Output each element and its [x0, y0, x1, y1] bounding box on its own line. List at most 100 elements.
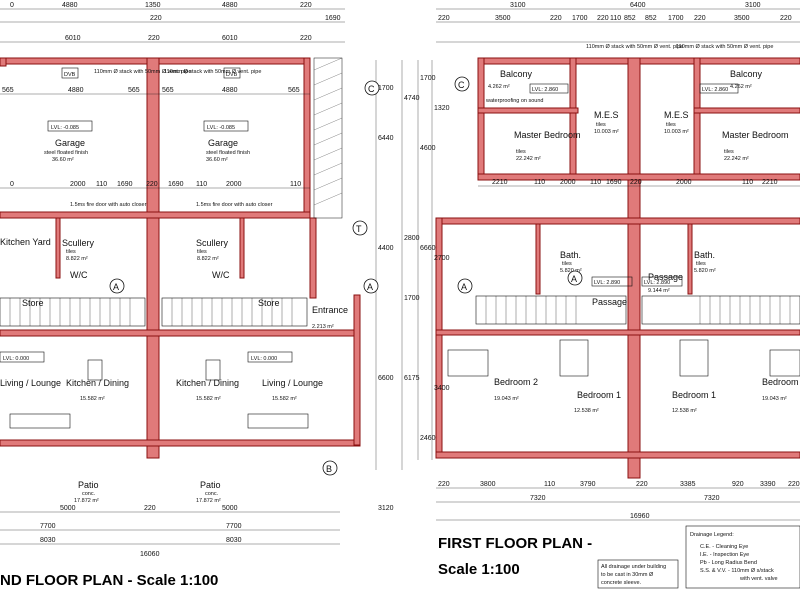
g-lvl0-left: LVL: 0.000 [3, 356, 29, 362]
g-living-area-right: 15.582 m² [272, 396, 297, 402]
f-ldim-6: 2460 [420, 435, 436, 442]
f-bed-left: Bedroom 1 [577, 390, 621, 400]
f-bed1-area: 12.538 m² [672, 408, 697, 414]
f-top2-11: 220 [780, 15, 792, 22]
f-marker-a-left: A [461, 282, 467, 292]
f-bot-8: 220 [788, 481, 800, 488]
g-gar-1: 4880 [68, 87, 84, 94]
f-bot-2: 110 [544, 481, 555, 488]
g-mid-4: 220 [146, 181, 158, 188]
g-patio-finish-left: conc. [82, 491, 96, 497]
g-gar-5: 565 [288, 87, 300, 94]
f-mid-4: 1690 [606, 179, 622, 186]
g-garage-lvl-left: LVL: -0.085 [51, 125, 79, 131]
g-rdim-5: 1700 [404, 295, 420, 302]
g-garage-lvl-right: LVL: -0.085 [207, 125, 235, 131]
f-bath-area-right: 5.820 m² [694, 268, 716, 274]
f-bot-1: 3800 [480, 481, 496, 488]
first-title-line1: FIRST FLOOR PLAN - [438, 535, 592, 552]
f-master-right: Master Bedroom [722, 130, 789, 140]
g-dim-top-3: 4880 [222, 2, 238, 9]
g-gar-2: 565 [128, 87, 140, 94]
f-bath-left: Bath. [560, 250, 581, 260]
g-stack-note-right: 110mm Ø stack with 50mm Ø vent. pipe [164, 69, 261, 75]
f-bed1: Bedroom 1 [672, 390, 716, 400]
g-stairs-right [161, 297, 308, 327]
f-balcony-area-left: 4.262 m² [488, 84, 510, 90]
g-kitchen-area-right: 15.582 m² [196, 396, 221, 402]
f-total: 16960 [630, 513, 650, 520]
f-bath-right: Bath. [694, 250, 715, 260]
f-balcony-left: Balcony [500, 69, 533, 79]
f-master-finish-left: tiles [516, 149, 526, 155]
f-top1-0: 3100 [510, 2, 526, 9]
g-marker-c: C [368, 84, 375, 94]
g-marker-a-mid: A [113, 282, 119, 292]
f-top2-10: 3500 [734, 15, 750, 22]
f-balcony-right: Balcony [730, 69, 763, 79]
f-waterproofing-left: waterproofing on sound [485, 98, 543, 104]
g-rdim-6: 6175 [404, 375, 420, 382]
g-kitchen-yard: Kitchen Yard [0, 237, 51, 247]
f-master-finish-right: tiles [724, 149, 734, 155]
f-passage-lvl-left: LVL: 2.890 [594, 280, 620, 286]
g-patio-left: Patio [78, 480, 99, 490]
g-dim-top-0: 0 [10, 2, 14, 9]
f-legend-3: S.S. & V.V. - 110mm Ø s/stack [700, 568, 774, 574]
f-passage-lvl-right: LVL: 2.890 [644, 280, 670, 286]
g-garage-left: Garage [55, 138, 85, 148]
f-top2-1: 3500 [495, 15, 511, 22]
g-total: 16060 [140, 551, 160, 558]
f-note: All drainage under building [601, 564, 666, 570]
f-mes-right: M.E.S [664, 110, 689, 120]
first-floor-plan: 3100 6400 3100 220 3500 220 1700 220 110… [417, 2, 800, 589]
f-top2-8: 1700 [668, 15, 684, 22]
g-marker-a-right: A [367, 282, 373, 292]
g-bot-2: 5000 [222, 505, 238, 512]
g-bot3-0: 8030 [40, 537, 56, 544]
g-dim-top-5: 1690 [325, 15, 341, 22]
ground-floor-plan: 0 4880 1350 4880 220 1690 6010 220 6010 … [0, 2, 420, 589]
g-dim-top-2: 1350 [145, 2, 161, 9]
f-bed2-area: 19.043 m² [494, 396, 519, 402]
g-patio-finish-right: conc. [205, 491, 219, 497]
g-patio-area-left: 17.872 m² [74, 498, 99, 504]
f-bath-finish-right: tiles [696, 261, 706, 267]
f-stack-note-right: 110mm Ø stack with 50mm Ø vent. pipe [676, 44, 773, 50]
g-scullery-left: Scullery [62, 238, 95, 248]
f-top2-3: 1700 [572, 15, 588, 22]
g-rdim-4: 4400 [378, 245, 394, 252]
g-scullery-area-left: 8.822 m² [66, 256, 88, 262]
f-passage-area-right: 9.144 m² [648, 288, 670, 294]
g-kitchen-area-left: 15.582 m² [80, 396, 105, 402]
f-legend-0: C.E. - Cleaning Eye [700, 544, 748, 550]
f-ldim-0: 1700 [420, 75, 436, 82]
g-fire-door-left: 1.5ms fire door with auto closer [70, 202, 147, 208]
f-mid-1: 110 [534, 179, 545, 186]
g-garage-area-left: 36.60 m² [52, 157, 74, 163]
g-dim-r2-1: 220 [148, 35, 160, 42]
g-garage-finish-left: steel floated finish [44, 150, 88, 156]
g-mid-7: 2000 [226, 181, 242, 188]
f-passage-left: Passage [592, 297, 627, 307]
f-mes-area-left: 10.003 m² [594, 129, 619, 135]
g-dim-220: 220 [150, 15, 162, 22]
g-bot-1: 220 [144, 505, 156, 512]
g-garage-finish-right: steel floated finish [206, 150, 250, 156]
g-dvb-right: DVB [226, 72, 238, 78]
g-rdim-7: 6600 [378, 375, 394, 382]
g-scullery-tiles-left: tiles [66, 249, 76, 255]
f-legend-2: Pb - Long Radius Bend [700, 560, 757, 566]
f-top2-2: 220 [550, 15, 562, 22]
g-living-left: Living / Lounge [0, 378, 61, 388]
f-mes-finish-right: tiles [666, 122, 676, 128]
f-top2-0: 220 [438, 15, 450, 22]
f-legend-title: Drainage Legend: [690, 532, 734, 538]
f-master-left: Master Bedroom [514, 130, 581, 140]
f-balcony-area-right: 4.262 m² [730, 84, 752, 90]
g-scullery-area-right: 8.822 m² [197, 256, 219, 262]
f-bot-4: 220 [636, 481, 648, 488]
g-mid-6: 110 [196, 181, 207, 188]
g-dim-r2-3: 220 [300, 35, 312, 42]
